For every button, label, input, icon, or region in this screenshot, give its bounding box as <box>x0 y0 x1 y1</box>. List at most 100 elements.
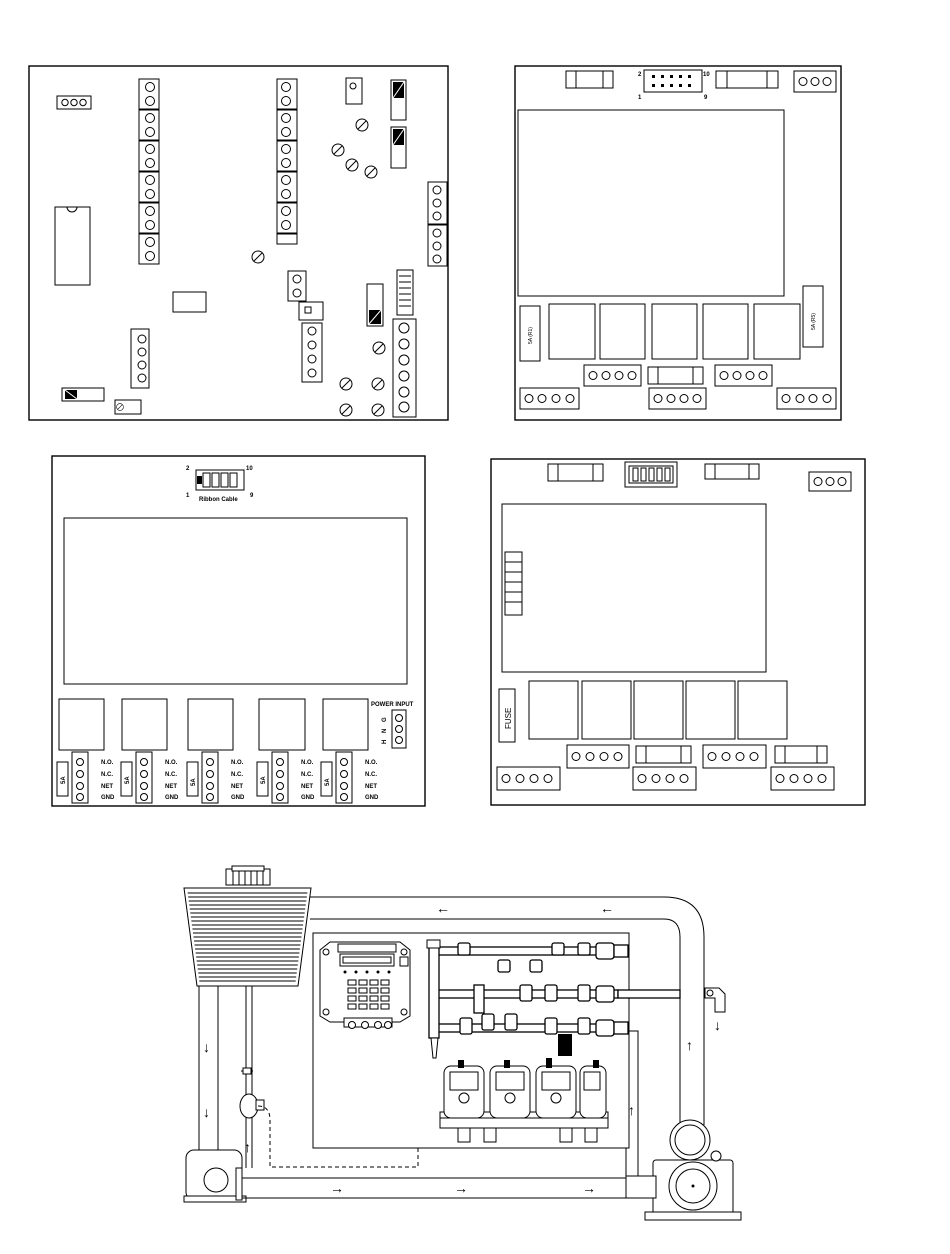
fuse-holder-top-left <box>566 71 613 88</box>
ribbon-header: 2 10 1 9 <box>638 70 710 101</box>
display-area <box>502 504 766 672</box>
relay-row-b <box>59 699 368 750</box>
fuse-r1-label: 5A (R1) <box>528 327 534 344</box>
terminal-block-4-center <box>302 323 322 382</box>
relay-terminal-label: N.O. <box>165 760 178 766</box>
relay-fuse-label: 5A <box>191 778 197 786</box>
flow-arrow: ← <box>600 900 614 916</box>
terminal-4-c4 <box>633 767 696 790</box>
ic-chip <box>55 207 90 285</box>
relay-small <box>299 302 323 320</box>
display-area <box>518 110 784 296</box>
small-box <box>173 292 206 312</box>
terminal-4-c3 <box>497 767 560 790</box>
relay-terminal-label: GND <box>101 795 115 801</box>
power-terminal <box>794 71 836 92</box>
discharge-elbow <box>705 988 725 1012</box>
fuse-r5-label: 5A (R5) <box>811 313 817 330</box>
terminal-block-6 <box>393 319 416 417</box>
display-area <box>64 518 407 684</box>
terminal-column-left <box>139 79 159 264</box>
pin-label-10: 10 <box>703 72 710 78</box>
relay-terminal-label: N.C. <box>101 772 113 778</box>
terminal-4-c2 <box>703 745 766 768</box>
terminal-4-a4 <box>649 388 706 409</box>
controller-unit <box>320 942 410 1029</box>
power-input-label: POWER INPUT <box>371 702 414 708</box>
relay-terminal-label: NET <box>301 784 313 790</box>
terminal-block-right-top <box>428 182 447 224</box>
pin-label-1: 1 <box>638 95 642 101</box>
terminal-block-4 <box>131 329 149 388</box>
relay-fuse-label: 5A <box>125 776 131 784</box>
adjustment-screws <box>252 119 385 416</box>
relay-output-4: 5AN.O.N.C.NETGND <box>257 752 315 803</box>
relay-terminal-label: N.C. <box>165 772 177 778</box>
fuse-holder-4 <box>775 746 827 763</box>
pin-label-1: 1 <box>186 493 190 499</box>
relay-terminal-label: NET <box>101 784 113 790</box>
fuse-holder-mid <box>648 367 703 384</box>
flow-arrow: → <box>454 1180 468 1196</box>
terminal-label-g: G <box>382 717 388 722</box>
ribbon-cable-label: Ribbon Cable <box>199 497 238 503</box>
relay-terminal-label: N.O. <box>231 760 244 766</box>
relay-fuse-label: 5A <box>61 776 67 784</box>
relay-output-1: 5A N.O. N.C. NET GND <box>57 752 115 803</box>
terminal-4-c1 <box>567 745 629 768</box>
slide-switch-3 <box>367 284 383 326</box>
flow-arrow: ↓ <box>714 1017 721 1033</box>
terminal-block-right-bottom <box>428 225 447 266</box>
flow-arrow: ↑ <box>686 1037 693 1053</box>
slide-switch-1 <box>391 80 406 120</box>
terminal-label-n: N <box>382 729 388 733</box>
fuse-holder-1 <box>548 464 603 481</box>
slide-switch-bottom <box>62 388 104 401</box>
pin-label-9: 9 <box>250 493 254 499</box>
relay-row-c <box>529 681 787 739</box>
plumbing-installation: ← ← ↓ ↓ ↑ → → → ↑ ↑ ↓ <box>184 866 741 1220</box>
relay-terminal-label: N.C. <box>231 772 243 778</box>
control-board-1 <box>29 66 448 420</box>
relay-terminal-label: N.C. <box>301 772 313 778</box>
flow-arrow: ↑ <box>628 1102 635 1118</box>
relay-terminal-label: NET <box>231 784 243 790</box>
slide-switch-2 <box>391 127 406 168</box>
fuse-holder-2 <box>705 464 759 479</box>
main-pump <box>184 1150 246 1202</box>
flow-arrow: ↓ <box>203 1039 210 1055</box>
pin-label-2: 2 <box>638 72 642 78</box>
fuse-r5: 5A (R5) <box>803 286 823 347</box>
relay-row-a <box>549 304 800 359</box>
flow-arrow: ← <box>436 900 450 916</box>
terminal-4-a3 <box>520 388 579 409</box>
terminal-block-2 <box>288 271 306 301</box>
relay-terminal-label: N.O. <box>101 760 114 766</box>
pin-label-10: 10 <box>246 466 253 472</box>
fuse-label: FUSE <box>504 708 513 729</box>
terminal-4-c5 <box>771 767 834 790</box>
three-pin-header <box>57 96 91 109</box>
relay-board-b: 2 10 1 9 Ribbon Cable POWER INPUT G N H … <box>52 456 425 806</box>
terminal-4-a5 <box>777 388 836 409</box>
trimmer-pot-top <box>346 78 362 104</box>
ribbon-header <box>625 462 677 487</box>
relay-output-3: 5A N.O. N.C. NET GND <box>187 752 245 803</box>
flow-arrow: ↓ <box>203 1104 210 1120</box>
relay-fuse-label: 5A <box>261 776 267 784</box>
relay-terminal-label: GND <box>231 795 245 801</box>
ribbon-cable-connector: 2 10 1 9 Ribbon Cable <box>186 466 254 503</box>
pin-label-9: 9 <box>704 95 708 101</box>
terminal-column-center <box>277 79 297 244</box>
power-terminal <box>809 472 851 491</box>
pin-label-2: 2 <box>186 466 190 472</box>
tower-downpipe <box>199 986 218 1156</box>
relay-terminal-label: N.O. <box>365 760 378 766</box>
cooling-tower <box>184 866 311 986</box>
terminal-label-h: H <box>382 740 388 744</box>
fuse: FUSE <box>499 689 515 742</box>
relay-terminal-label: GND <box>365 795 379 801</box>
